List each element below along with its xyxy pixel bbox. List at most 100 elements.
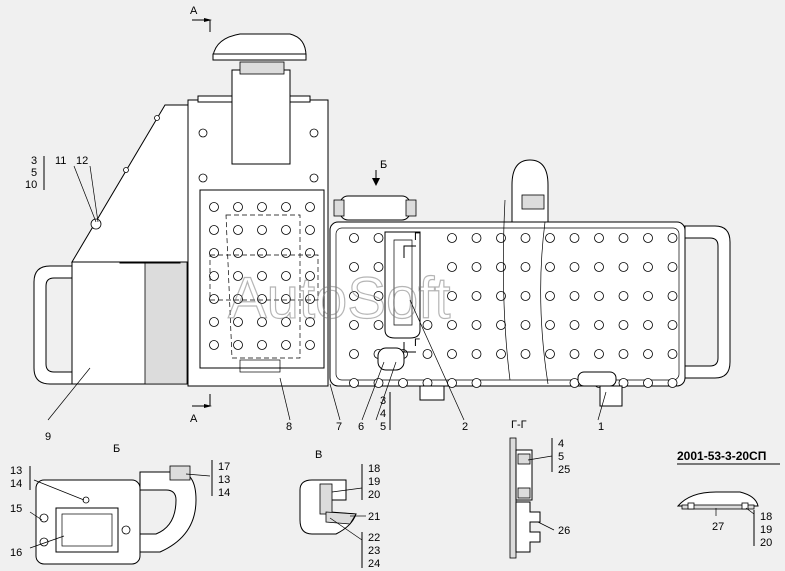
callout-18: 18	[760, 511, 772, 523]
leader	[361, 361, 385, 421]
step-plate-right-inner	[335, 227, 680, 381]
perforation-hole	[281, 225, 291, 235]
part-27-screw	[741, 502, 749, 510]
perforation-hole	[305, 248, 315, 258]
view-b-bolt	[121, 525, 131, 535]
perforation-hole	[569, 320, 580, 330]
view-b-bolt	[82, 496, 90, 504]
perforation-hole	[471, 233, 482, 243]
arrow	[372, 178, 380, 186]
callout-19: 19	[368, 476, 380, 488]
clamp	[377, 347, 405, 371]
perforation-hole	[349, 320, 359, 330]
callout-5: 5	[558, 451, 564, 463]
section-mark-g-bottom	[403, 342, 416, 353]
callout-24: 24	[368, 558, 380, 570]
housing-cap	[231, 69, 291, 165]
callout-2: 2	[462, 421, 468, 433]
leader	[29, 511, 43, 521]
leader	[279, 377, 291, 421]
perforation-hole	[667, 320, 678, 330]
perforation-hole	[281, 317, 291, 327]
filter-lid-rim	[212, 53, 307, 61]
perforation-hole	[305, 225, 315, 235]
perforation-hole	[233, 248, 243, 258]
perforation-hole	[520, 320, 531, 330]
leader	[73, 165, 97, 223]
perforation-hole	[209, 317, 219, 327]
perforation-hole	[281, 248, 291, 258]
perforation-hole	[594, 233, 604, 243]
leader	[745, 507, 755, 515]
perforation-hole	[305, 271, 315, 281]
leader	[537, 521, 555, 531]
perforation-hole	[373, 378, 384, 388]
perforation-hole	[545, 262, 555, 272]
section-gg-plate	[509, 437, 517, 559]
perforation-hole	[471, 291, 482, 301]
perforation-hole	[422, 320, 433, 330]
perforation-hole	[667, 262, 678, 272]
slanted-cover	[71, 104, 189, 263]
perforation-hole	[257, 248, 267, 258]
perforation-hole	[545, 349, 555, 359]
view-arrow-b-label: Б	[380, 159, 387, 171]
tank-tube-end	[333, 199, 345, 217]
foot	[419, 385, 445, 401]
perforation-hole	[569, 349, 580, 359]
perforation-hole	[257, 317, 267, 327]
perforation-hole	[209, 202, 219, 212]
arrow	[204, 18, 212, 22]
perforation-hole	[257, 271, 267, 281]
callout-11: 11	[55, 155, 66, 167]
watermark: AutoSoft	[228, 266, 450, 331]
callout-12: 12	[76, 155, 88, 167]
part-27-screw	[687, 502, 695, 510]
pipe-curve	[502, 199, 511, 381]
callout-5: 5	[380, 421, 386, 433]
part-27-strip	[681, 504, 755, 510]
perforation-hole	[209, 294, 219, 304]
perforation-hole	[257, 294, 267, 304]
callout-5: 5	[31, 167, 37, 179]
perforation-hole	[233, 271, 243, 281]
view-b-title: Б	[113, 443, 120, 455]
callout-13: 13	[10, 465, 22, 477]
perforation-hole	[373, 320, 384, 330]
perforation-hole	[257, 225, 267, 235]
perforation-hole	[618, 291, 629, 301]
perforation-hole	[545, 291, 555, 301]
section-gg-title: Г-Г	[511, 419, 527, 431]
perforation-hole	[349, 262, 359, 272]
left-handle	[33, 265, 73, 385]
perforation-hole	[594, 262, 604, 272]
perforation-hole	[520, 262, 531, 272]
perforation-hole	[447, 320, 457, 330]
arrow	[204, 404, 212, 408]
perforation-hole	[305, 340, 315, 350]
tank-tube	[339, 195, 411, 221]
perforation-hole	[643, 378, 653, 388]
callout-19: 19	[760, 524, 772, 536]
perforation-hole	[496, 291, 506, 301]
callout-9: 9	[45, 431, 51, 443]
callout-20: 20	[368, 489, 380, 501]
leader	[89, 165, 99, 223]
leader	[185, 473, 211, 477]
section-label-a-top: А	[190, 5, 198, 17]
perforation-hole	[257, 340, 267, 350]
perforation-hole	[447, 291, 457, 301]
perforation-hole	[209, 340, 219, 350]
perforation-hole	[233, 225, 243, 235]
perforation-hole	[257, 202, 267, 212]
perforation-hole	[496, 233, 506, 243]
callout-3: 3	[380, 395, 386, 407]
perforation-hole	[281, 202, 291, 212]
perforation-hole	[667, 233, 678, 243]
perforation-hole	[398, 378, 408, 388]
view-v-title: В	[315, 449, 322, 461]
view-v-bracket	[319, 483, 333, 515]
part-27-lid	[676, 491, 759, 507]
perforation-hole	[667, 378, 678, 388]
housing-bolt	[198, 128, 208, 138]
